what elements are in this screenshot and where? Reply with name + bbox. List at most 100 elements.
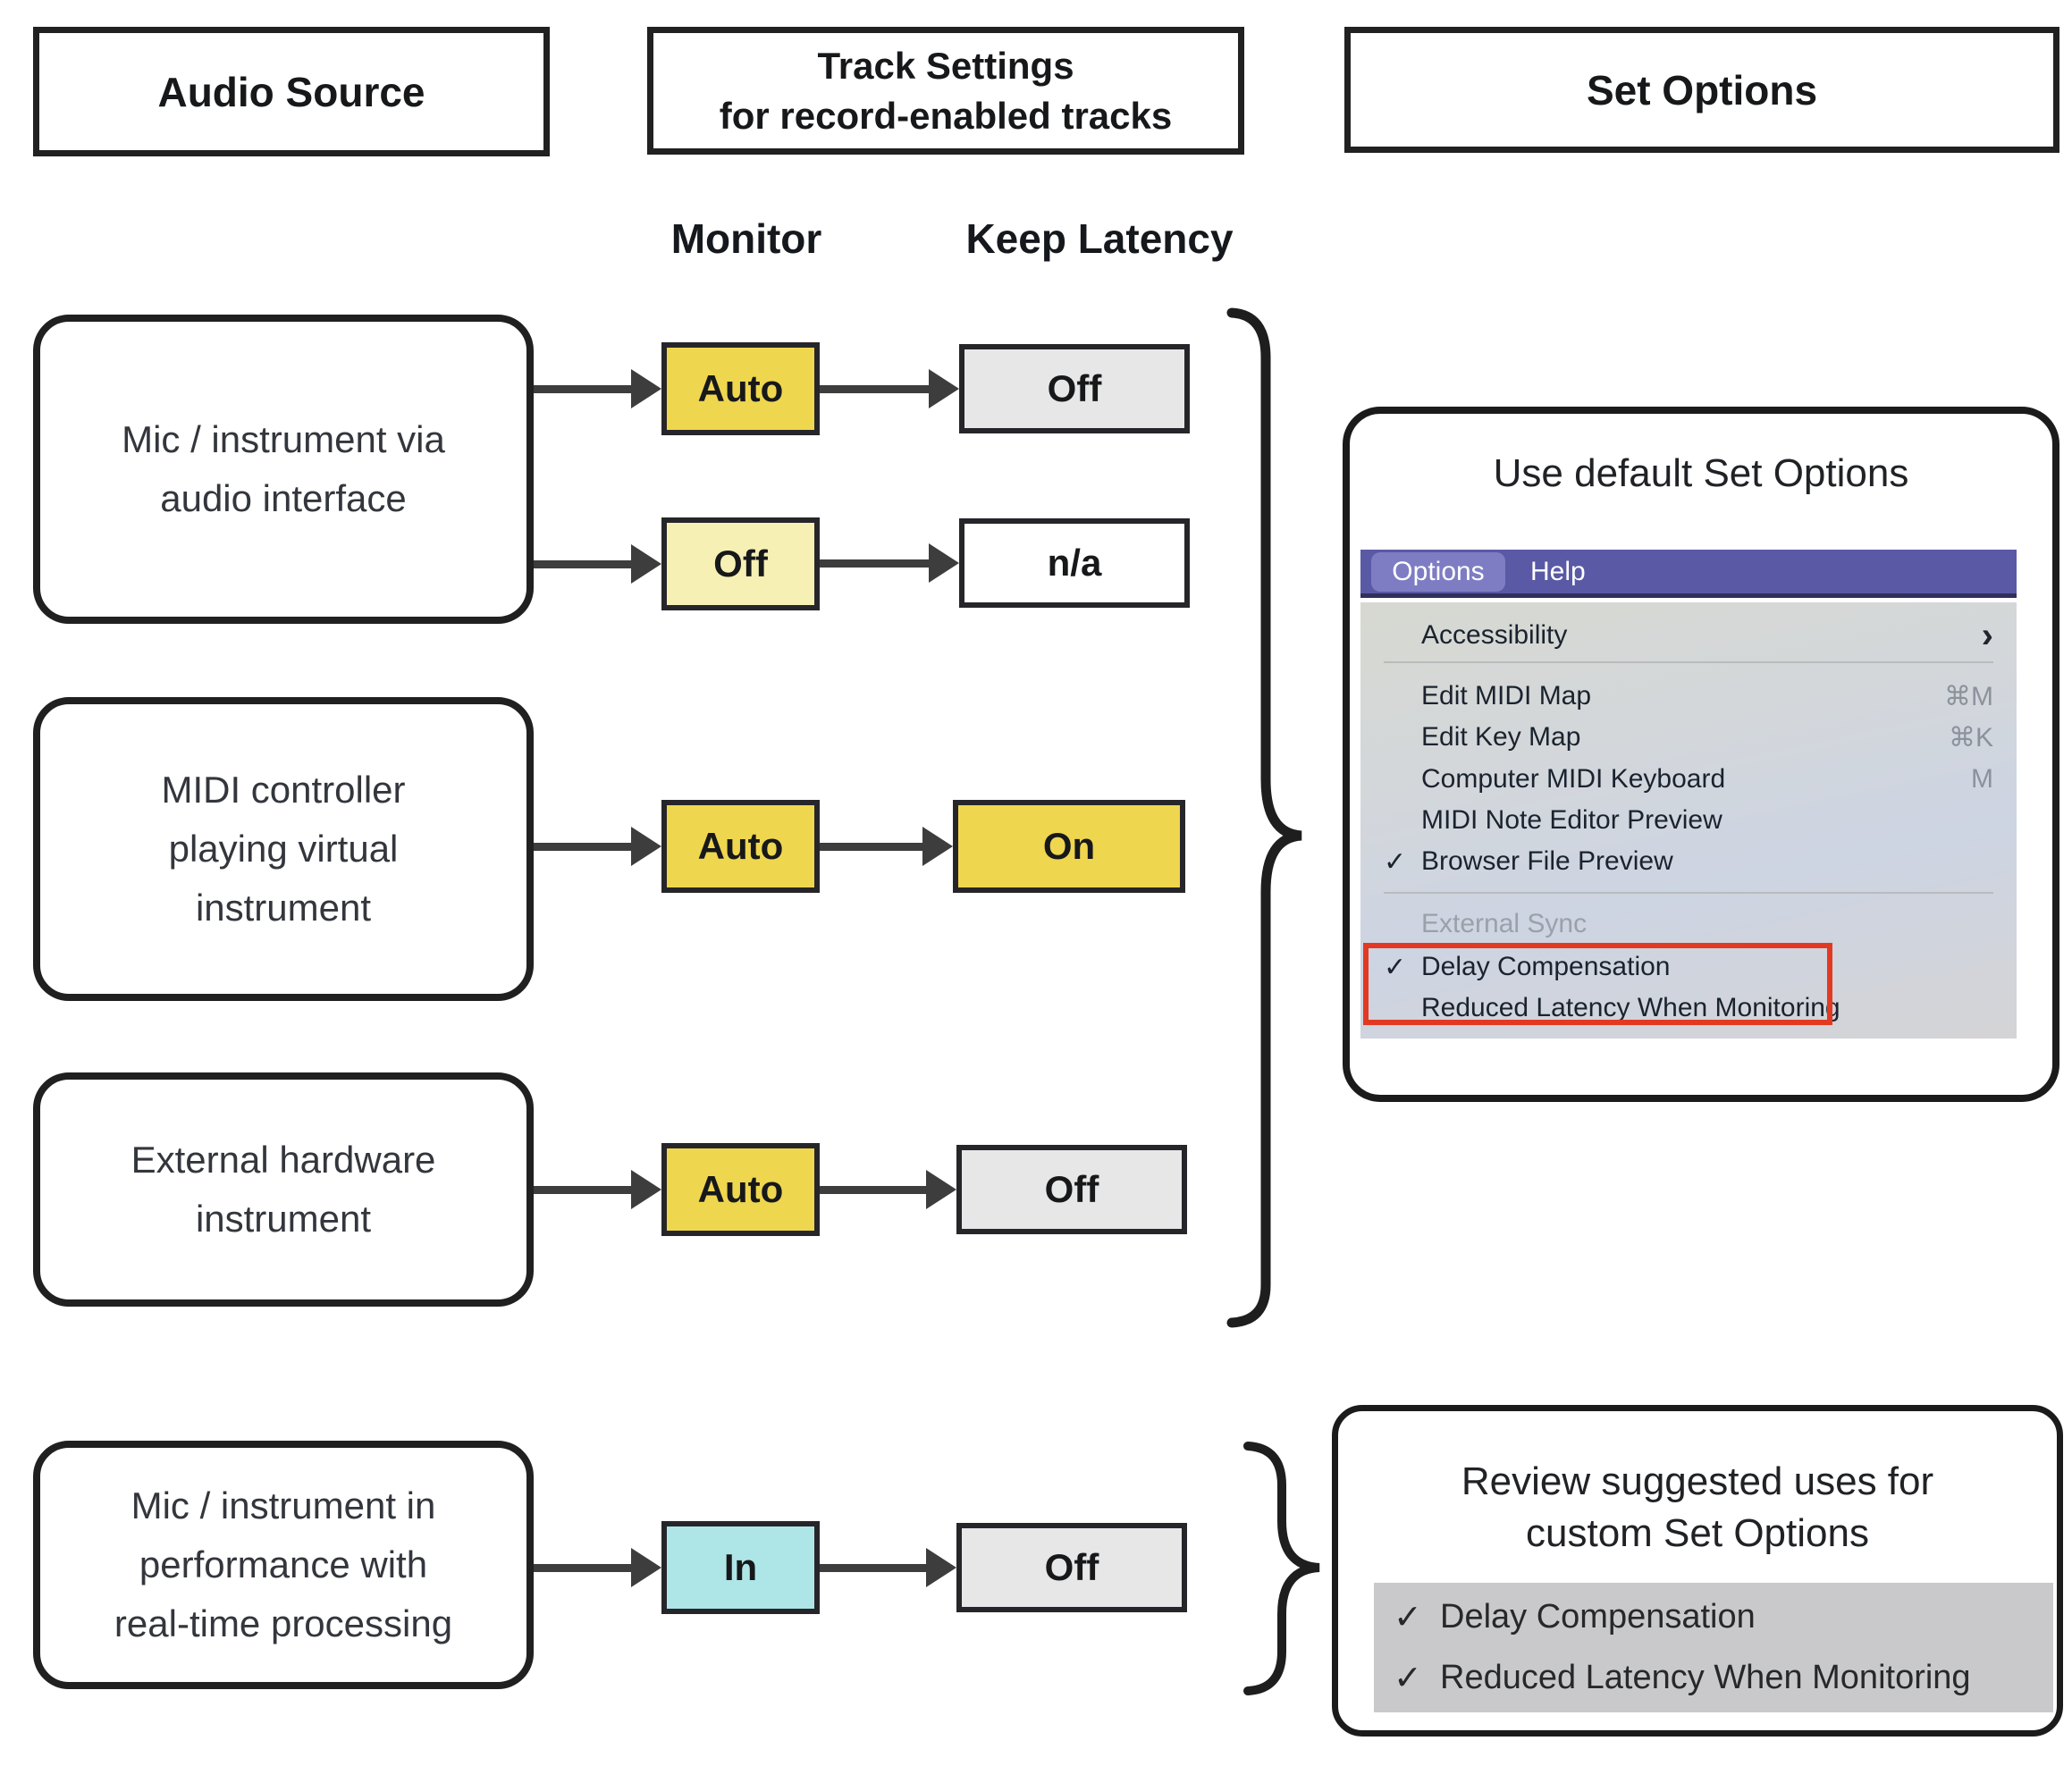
latency-value-off: Off [959, 344, 1190, 433]
shortcut-label: ⌘M [1944, 681, 1993, 711]
arrow-head-icon [926, 1170, 956, 1209]
latency-value-off: Off [956, 1523, 1187, 1612]
checkmark-icon: ✓ [1384, 952, 1407, 982]
custom-panel-title: Review suggested uses for custom Set Opt… [1338, 1456, 2057, 1560]
track-settings-header-line1: Track Settings [817, 44, 1074, 87]
menu-item-label: Computer MIDI Keyboard [1421, 764, 1726, 794]
arrow [820, 1548, 956, 1587]
options-menu-dropdown: Accessibility › Edit MIDI Map ⌘M Edit Ke… [1360, 602, 2017, 1039]
monitor-value-in: In [661, 1521, 820, 1614]
monitor-column-label: Monitor [670, 215, 822, 262]
arrow [534, 827, 661, 866]
default-panel-title: Use default Set Options [1493, 451, 1909, 495]
arrow-shaft [534, 1186, 635, 1194]
keep-latency-column-label: Keep Latency [965, 215, 1234, 262]
menu-item-label: External Sync [1421, 909, 1588, 938]
arrow-head-icon [631, 827, 661, 866]
arrow-shaft [820, 385, 932, 393]
monitor-value-off: Off [661, 517, 820, 610]
checkmark-icon: ✓ [1394, 1598, 1422, 1636]
source-line: audio interface [160, 477, 407, 519]
source-line: performance with [139, 1543, 428, 1585]
menu-item-accessibility[interactable]: Accessibility › [1360, 615, 2017, 656]
menu-help-item[interactable]: Help [1530, 556, 1586, 586]
arrow-head-icon [929, 543, 959, 583]
set-options-header-label: Set Options [1586, 66, 1818, 114]
menu-item-edit-key-map[interactable]: Edit Key Map ⌘K [1360, 717, 2017, 758]
arrow [534, 1548, 661, 1587]
menu-item-label: Edit Key Map [1421, 722, 1581, 752]
arrow-head-icon [631, 369, 661, 408]
custom-option-label: Delay Compensation [1440, 1597, 1756, 1636]
menu-item-external-sync[interactable]: External Sync [1360, 904, 2017, 945]
monitor-value-auto: Auto [661, 800, 820, 893]
menu-item-midi-note-editor-preview[interactable]: MIDI Note Editor Preview [1360, 800, 2017, 841]
arrow-head-icon [631, 544, 661, 584]
latency-value-na: n/a [959, 518, 1190, 608]
arrow-shaft [820, 1186, 930, 1194]
track-settings-header-line2: for record-enabled tracks [719, 94, 1173, 137]
arrow-shaft [534, 560, 635, 568]
arrow-head-icon [929, 369, 959, 408]
source-box-live-performance: Mic / instrument in performance with rea… [33, 1441, 534, 1689]
custom-option-reduced-latency: ✓ Reduced Latency When Monitoring [1374, 1651, 2053, 1704]
red-highlight-rectangle [1363, 943, 1832, 1025]
menu-options-item[interactable]: Options [1371, 551, 1505, 592]
arrow-shaft [534, 1564, 635, 1572]
source-line: real-time processing [114, 1602, 453, 1644]
custom-panel-title-line1: Review suggested uses for [1461, 1459, 1934, 1503]
arrow-head-icon [926, 1548, 956, 1587]
menu-separator [1384, 661, 1993, 663]
custom-option-delay-compensation: ✓ Delay Compensation [1374, 1590, 2053, 1644]
checkmark-icon: ✓ [1394, 1659, 1422, 1697]
source-box-midi-controller: MIDI controller playing virtual instrume… [33, 697, 534, 1001]
arrow-head-icon [631, 1548, 661, 1587]
menu-item-reduced-latency[interactable]: Reduced Latency When Monitoring [1360, 988, 2017, 1029]
arrow-shaft [820, 1564, 930, 1572]
menu-item-label: Edit MIDI Map [1421, 681, 1592, 711]
brace-custom-group [1243, 1442, 1320, 1695]
source-line: playing virtual [168, 828, 399, 870]
latency-value-on: On [953, 800, 1185, 893]
set-options-header: Set Options [1344, 27, 2059, 153]
source-line: Mic / instrument in [131, 1484, 436, 1526]
arrow-shaft [820, 843, 926, 851]
shortcut-label: M [1971, 764, 1993, 794]
menu-item-label: Delay Compensation [1421, 952, 1671, 981]
arrow-shaft [534, 385, 635, 393]
arrow [820, 543, 959, 583]
source-box-mic-interface: Mic / instrument via audio interface [33, 315, 534, 624]
monitor-value-auto: Auto [661, 342, 820, 435]
arrow [534, 1170, 661, 1209]
menu-item-computer-midi-keyboard[interactable]: Computer MIDI Keyboard M [1360, 759, 2017, 800]
arrow-head-icon [631, 1170, 661, 1209]
custom-panel-title-line2: custom Set Options [1526, 1511, 1869, 1555]
checkmark-icon: ✓ [1384, 846, 1407, 877]
track-settings-header: Track Settings for record-enabled tracks [647, 27, 1244, 155]
menu-item-delay-compensation[interactable]: ✓ Delay Compensation [1360, 946, 2017, 988]
custom-set-options-panel: Review suggested uses for custom Set Opt… [1332, 1405, 2063, 1737]
source-line: instrument [195, 1198, 372, 1240]
brace-default-group [1226, 307, 1302, 1328]
arrow [820, 369, 959, 408]
shortcut-label: ⌘K [1948, 722, 1993, 753]
submenu-chevron-icon: › [1981, 616, 1993, 655]
source-line: External hardware [131, 1139, 436, 1181]
arrow [534, 369, 661, 408]
arrow [534, 544, 661, 584]
menu-item-label: Reduced Latency When Monitoring [1421, 993, 1840, 1022]
source-line: MIDI controller [161, 769, 406, 811]
menu-item-label: MIDI Note Editor Preview [1421, 805, 1722, 835]
menu-item-browser-file-preview[interactable]: ✓ Browser File Preview [1360, 841, 2017, 882]
source-line: Mic / instrument via [122, 418, 445, 460]
arrow-shaft [534, 843, 635, 851]
menu-item-label: Accessibility [1421, 620, 1568, 650]
menu-item-edit-midi-map[interactable]: Edit MIDI Map ⌘M [1360, 676, 2017, 717]
latency-value-off: Off [956, 1145, 1187, 1234]
menu-item-label: Browser File Preview [1421, 846, 1673, 876]
arrow [820, 1170, 956, 1209]
menu-bar: Options Help [1360, 550, 2017, 598]
arrow-head-icon [922, 827, 953, 866]
menu-separator [1384, 892, 1993, 894]
monitor-value-auto: Auto [661, 1143, 820, 1236]
